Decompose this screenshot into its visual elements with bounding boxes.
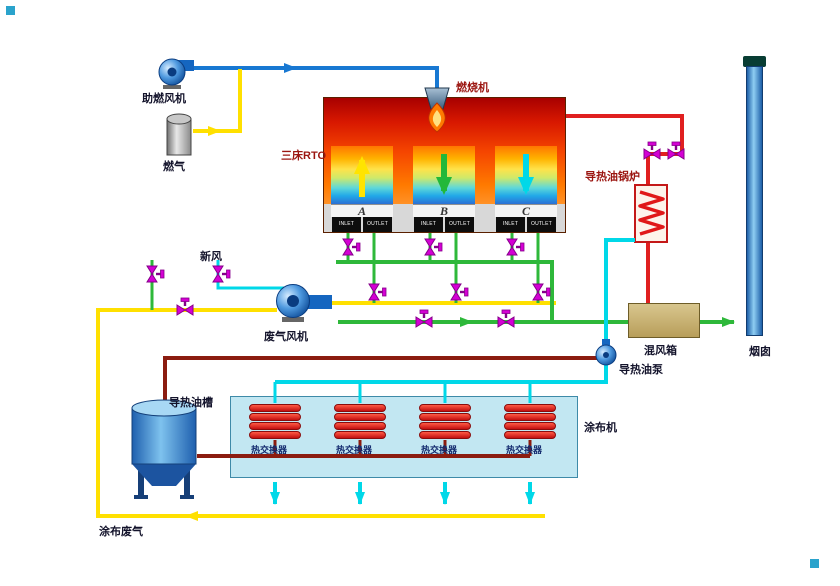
label-stack: 烟囱 [749,346,771,358]
bed-c-outlet-box: OUTLET [527,217,556,232]
coil-bar [334,404,386,412]
corner-mark-icon [810,559,819,568]
label-exhaust-fan: 废气风机 [264,331,308,343]
coil-bar [504,404,556,412]
bed-b-outlet-box: OUTLET [445,217,474,232]
label-mixing-box: 混风箱 [644,345,677,357]
label-coating-machine: 涂布机 [584,422,617,434]
bed-a-outlet-box: OUTLET [363,217,392,232]
valve-icon [342,238,361,256]
valve-icon [532,283,551,301]
valve-icon [506,238,525,256]
coil-bar [419,413,471,421]
rto-bed-b [413,146,475,204]
valve-icon [212,265,231,283]
heat-exchanger-1 [249,404,301,440]
coil-bar [334,422,386,430]
valve-icon [643,141,661,160]
coil-bar [249,404,301,412]
coil-bar [249,413,301,421]
label-heat-exchanger-2: 热交换器 [336,445,373,455]
label-thermal-oil-boiler: 导热油锅炉 [585,171,640,183]
heat-exchanger-2 [334,404,386,440]
stack-cap [743,56,766,67]
label-heat-exchanger-4: 热交换器 [506,445,543,455]
thermal-oil-boiler [634,184,668,243]
label-thermal-oil-pump: 导热油泵 [619,364,663,376]
label-heat-exchanger-3: 热交换器 [421,445,458,455]
valve-icon [667,141,685,160]
valve-icon [176,297,194,316]
thermal-oil-pump-icon [595,339,617,366]
bed-a-inlet-box: INLET [332,217,361,232]
coil-bar [249,422,301,430]
valve-icon [497,309,515,328]
coil-bar [504,431,556,439]
heat-exchanger-4 [504,404,556,440]
label-thermal-oil-tank: 导热油槽 [169,397,213,409]
rto-bed-c [495,146,557,204]
label-combustion-fan: 助燃风机 [142,93,186,105]
stack [746,66,763,336]
coil-bar [504,422,556,430]
exhaust-fan-icon [276,284,332,322]
corner-mark-icon [6,6,15,15]
label-coating-exhaust: 涂布废气 [99,526,143,538]
heat-exchanger-3 [419,404,471,440]
thermal-oil-tank-icon [131,399,197,499]
bed-b-label: B [413,204,475,217]
valve-icon [424,238,443,256]
combustion-air-pipe [186,63,439,92]
coil-bar [334,413,386,421]
bed-c-label: C [495,204,557,217]
coil-bar [419,404,471,412]
bed-b-inlet-box: INLET [414,217,443,232]
label-fuel-gas: 燃气 [163,161,185,173]
valve-icon [450,283,469,301]
valve-icon [146,265,165,283]
label-burner: 燃烧机 [456,82,489,94]
coil-bar [419,422,471,430]
bed-c-inlet-box: INLET [496,217,525,232]
coil-bar [419,431,471,439]
rto-bed-a [331,146,393,204]
label-fresh-air: 新风 [200,251,222,263]
fuel-gas-tank-icon [166,113,192,156]
coil-bar [504,413,556,421]
valve-icon [415,309,433,328]
bed-a-label: A [331,204,393,217]
label-rto: 三床RTO [281,150,327,162]
combustion-fan-icon [158,58,194,89]
label-heat-exchanger-1: 热交换器 [251,445,288,455]
coil-bar [334,431,386,439]
coil-bar [249,431,301,439]
mixing-box [628,303,700,338]
valve-icon [368,283,387,301]
